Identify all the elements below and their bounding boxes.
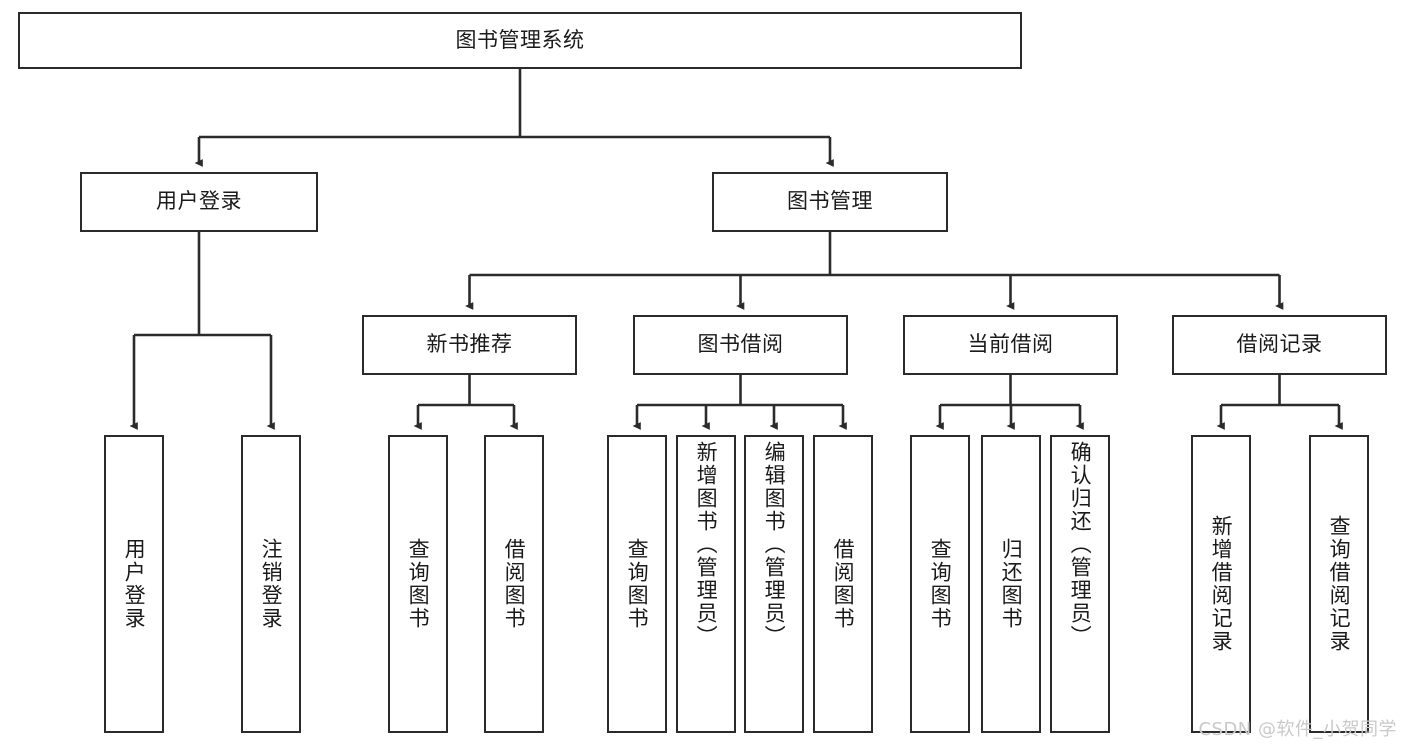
node-label-recommend-borrow-book: 借阅图书	[502, 538, 527, 630]
node-box-record-add[interactable]: 新增借阅记录	[1191, 435, 1251, 733]
node-box-recommend-borrow-book[interactable]: 借阅图书	[484, 435, 544, 733]
node-box-root[interactable]: 图书管理系统	[18, 12, 1022, 69]
node-box-borrow-borrow-book[interactable]: 借阅图书	[813, 435, 873, 733]
node-box-user-logout[interactable]: 注销登录	[241, 435, 301, 733]
node-box-borrow-edit-book[interactable]: 编辑图书（管理员）	[744, 435, 804, 733]
watermark-text: CSDN @软件_小贺同学	[1198, 719, 1397, 740]
node-box-borrow-record[interactable]: 借阅记录	[1172, 315, 1387, 375]
node-label-borrow-add-book: 新增图书（管理员）	[694, 441, 719, 648]
node-label-borrow-query-book: 查询图书	[625, 538, 650, 630]
node-box-borrow-query-book[interactable]: 查询图书	[607, 435, 667, 733]
node-box-book-management[interactable]: 图书管理	[712, 172, 948, 232]
node-label-user-login-do: 用户登录	[122, 538, 147, 630]
node-box-borrow-add-book[interactable]: 新增图书（管理员）	[676, 435, 736, 733]
node-box-user-login-do[interactable]: 用户登录	[104, 435, 164, 733]
node-label-recommend-query-book: 查询图书	[406, 538, 431, 630]
node-label-current-confirm-return: 确认归还（管理员）	[1068, 441, 1093, 648]
node-box-recommend-query-book[interactable]: 查询图书	[388, 435, 448, 733]
node-label-user-login: 用户登录	[156, 189, 242, 214]
node-label-borrow-record: 借阅记录	[1236, 332, 1323, 357]
node-label-record-add: 新增借阅记录	[1209, 515, 1234, 653]
node-box-current-return-book[interactable]: 归还图书	[981, 435, 1041, 733]
node-label-current-query-book: 查询图书	[928, 538, 953, 630]
node-box-current-borrow[interactable]: 当前借阅	[903, 315, 1118, 375]
node-label-user-logout: 注销登录	[259, 538, 284, 630]
node-label-root: 图书管理系统	[455, 27, 585, 52]
node-box-book-borrow[interactable]: 图书借阅	[633, 315, 848, 375]
node-label-borrow-borrow-book: 借阅图书	[831, 538, 856, 630]
node-label-book-borrow: 图书借阅	[697, 332, 784, 357]
node-box-current-query-book[interactable]: 查询图书	[910, 435, 970, 733]
node-box-new-book-recommend[interactable]: 新书推荐	[362, 315, 577, 375]
node-box-current-confirm-return[interactable]: 确认归还（管理员）	[1050, 435, 1110, 733]
node-label-current-borrow: 当前借阅	[967, 332, 1054, 357]
node-label-new-book-recommend: 新书推荐	[426, 332, 513, 357]
node-label-book-management: 图书管理	[787, 189, 873, 214]
node-label-borrow-edit-book: 编辑图书（管理员）	[762, 441, 787, 648]
node-label-record-query: 查询借阅记录	[1327, 515, 1352, 653]
node-box-user-login[interactable]: 用户登录	[80, 172, 318, 232]
node-box-record-query[interactable]: 查询借阅记录	[1309, 435, 1369, 733]
node-label-current-return-book: 归还图书	[999, 538, 1024, 630]
